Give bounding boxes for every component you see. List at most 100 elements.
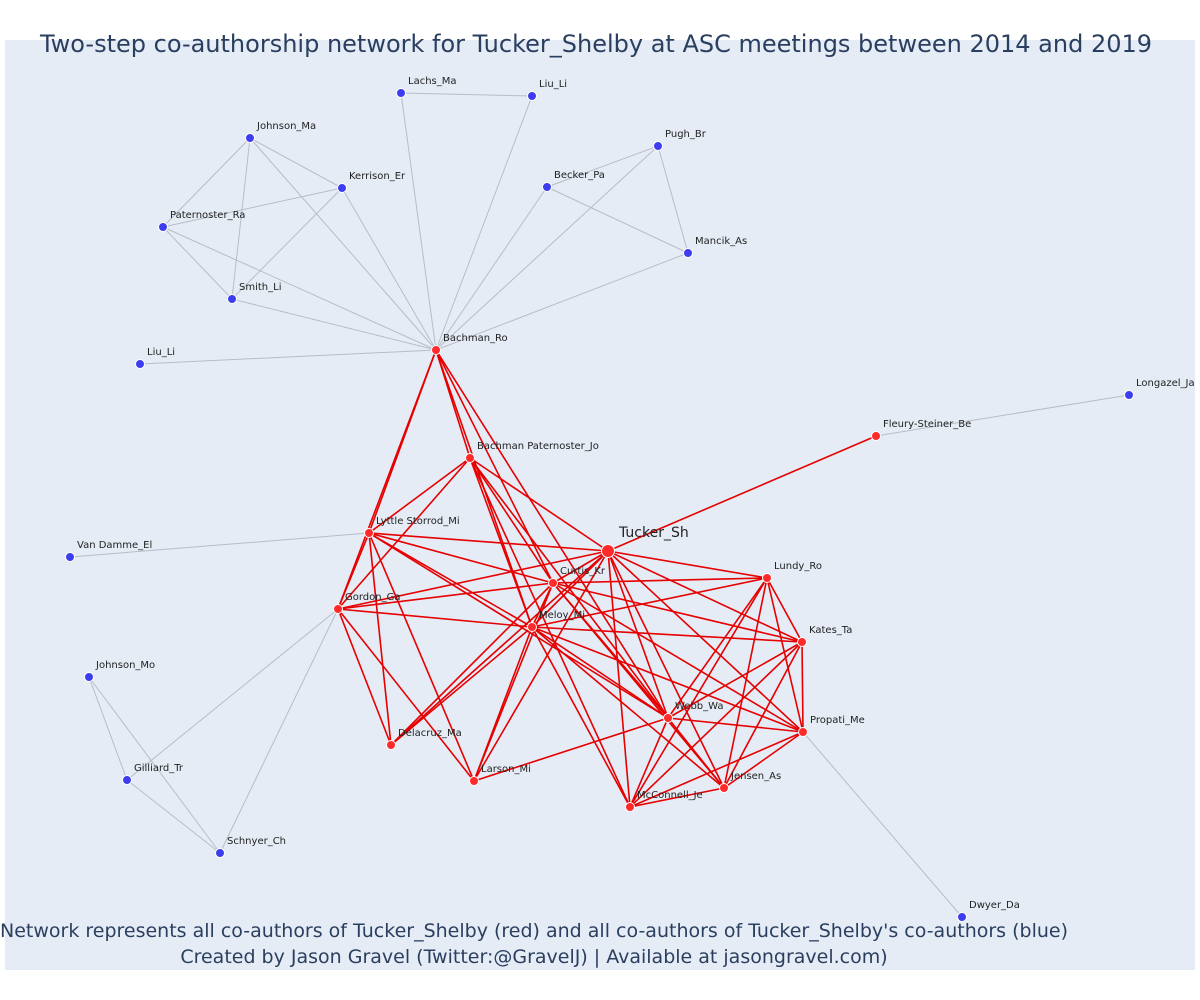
edge-lyttle-curtis bbox=[368, 532, 554, 584]
edge-meloy-kates bbox=[531, 626, 803, 643]
edge-bachman-becker bbox=[435, 186, 548, 351]
edge-gordon-curtis bbox=[337, 582, 554, 610]
node-label-vandamme: Van Damme_El bbox=[77, 540, 152, 551]
node-delacruz[interactable] bbox=[386, 740, 396, 750]
node-fleury[interactable] bbox=[871, 431, 881, 441]
node-kerrison[interactable] bbox=[337, 183, 347, 193]
node-label-smith: Smith_Li bbox=[239, 282, 281, 293]
edge-bachman-liu2 bbox=[139, 349, 437, 365]
node-paternoster[interactable] bbox=[158, 222, 168, 232]
node-label-delacruz: Delacruz_Ma bbox=[398, 728, 462, 739]
node-label-webb: Webb_Wa bbox=[675, 701, 724, 712]
edge-lyttle-larson bbox=[368, 532, 475, 782]
node-label-becker: Becker_Pa bbox=[554, 170, 605, 181]
edge-tucker-lyttle bbox=[368, 532, 609, 552]
edge-gordon-gilliard bbox=[126, 608, 339, 781]
edge-pugh-becker bbox=[546, 145, 659, 188]
node-liu2[interactable] bbox=[135, 359, 145, 369]
node-vandamme[interactable] bbox=[65, 552, 75, 562]
node-pugh[interactable] bbox=[653, 141, 663, 151]
plot-area bbox=[5, 40, 1195, 970]
edge-kates-webb bbox=[667, 641, 803, 719]
node-propati[interactable] bbox=[798, 727, 808, 737]
edge-bachman-johnson_ma bbox=[249, 137, 437, 351]
edge-bachman-webb bbox=[435, 349, 669, 719]
node-dwyer[interactable] bbox=[957, 912, 967, 922]
edge-tucker-jensen bbox=[607, 550, 725, 789]
edges-layer bbox=[69, 92, 1130, 918]
edge-curtis-propati bbox=[552, 582, 804, 733]
node-label-liu1: Liu_Li bbox=[539, 79, 567, 90]
edge-curtis-kates bbox=[552, 582, 803, 643]
edge-propati-mcconnell bbox=[629, 731, 804, 808]
node-mancik[interactable] bbox=[683, 248, 693, 258]
edge-bachman-gordon bbox=[337, 349, 437, 610]
node-longazel[interactable] bbox=[1124, 390, 1134, 400]
node-label-paternoster: Paternoster_Ra bbox=[170, 210, 245, 221]
node-gordon[interactable] bbox=[333, 604, 343, 614]
edge-gordon-meloy bbox=[337, 608, 533, 628]
node-label-mancik: Mancik_As bbox=[695, 236, 747, 247]
node-smith[interactable] bbox=[227, 294, 237, 304]
edge-tucker-fleury bbox=[607, 435, 877, 552]
node-label-dwyer: Dwyer_Da bbox=[969, 900, 1020, 911]
node-becker[interactable] bbox=[542, 182, 552, 192]
node-label-fleury: Fleury-Steiner_Be bbox=[883, 419, 971, 430]
edge-tucker-mcconnell bbox=[607, 550, 631, 808]
edge-paternoster-smith bbox=[162, 226, 233, 300]
node-lachs[interactable] bbox=[396, 88, 406, 98]
edge-gordon-schnyer bbox=[219, 608, 339, 854]
edge-propati-dwyer bbox=[802, 731, 963, 918]
edge-bachman-pugh bbox=[435, 145, 659, 351]
edge-curtis-lundy bbox=[552, 577, 768, 584]
edge-bachman-paternoster bbox=[162, 226, 437, 351]
node-gilliard[interactable] bbox=[122, 775, 132, 785]
node-johnson_ma[interactable] bbox=[245, 133, 255, 143]
node-johnson_mo[interactable] bbox=[84, 672, 94, 682]
node-bachman[interactable] bbox=[431, 345, 441, 355]
edge-meloy-mcconnell bbox=[531, 626, 631, 808]
node-tucker[interactable] bbox=[601, 544, 615, 558]
node-label-jensen: Jensen_As bbox=[730, 771, 781, 782]
node-lundy[interactable] bbox=[762, 573, 772, 583]
edge-webb-mcconnell bbox=[629, 717, 669, 808]
node-larson[interactable] bbox=[469, 776, 479, 786]
edge-kates-propati bbox=[801, 641, 804, 733]
edge-tucker-bachman_pat bbox=[469, 457, 609, 552]
edge-bachman_pat-curtis bbox=[469, 457, 554, 584]
node-label-lachs: Lachs_Ma bbox=[408, 76, 457, 87]
node-bachman_pat[interactable] bbox=[465, 453, 475, 463]
node-label-pugh: Pugh_Br bbox=[665, 129, 707, 140]
edge-pugh-mancik bbox=[657, 145, 689, 254]
node-schnyer[interactable] bbox=[215, 848, 225, 858]
edge-meloy-webb bbox=[531, 626, 669, 719]
edge-gordon-delacruz bbox=[337, 608, 392, 746]
edge-bachman-mancik bbox=[435, 252, 689, 351]
node-lyttle[interactable] bbox=[364, 528, 374, 538]
edge-tucker-lundy bbox=[607, 550, 768, 579]
node-liu1[interactable] bbox=[527, 91, 537, 101]
node-jensen[interactable] bbox=[719, 783, 729, 793]
edge-kates-mcconnell bbox=[629, 641, 803, 808]
node-label-propati: Propati_Me bbox=[810, 715, 865, 726]
edge-lachs-liu1 bbox=[400, 92, 533, 97]
edge-lundy-kates bbox=[766, 577, 803, 643]
nodes-layer bbox=[65, 88, 1134, 922]
node-curtis[interactable] bbox=[548, 578, 558, 588]
node-meloy[interactable] bbox=[527, 622, 537, 632]
node-webb[interactable] bbox=[663, 713, 673, 723]
edge-bachman-lachs bbox=[400, 92, 437, 351]
node-mcconnell[interactable] bbox=[625, 802, 635, 812]
node-label-gilliard: Gilliard_Tr bbox=[134, 763, 184, 774]
node-label-johnson_mo: Johnson_Mo bbox=[95, 660, 155, 671]
caption-line-2: Created by Jason Gravel (Twitter:@Gravel… bbox=[180, 946, 888, 968]
node-label-bachman: Bachman_Ro bbox=[443, 333, 508, 344]
edge-kerrison-paternoster bbox=[162, 187, 343, 228]
node-label-mcconnell: McConnell_Je bbox=[637, 790, 703, 801]
edge-tucker-curtis bbox=[552, 550, 609, 584]
edge-meloy-larson bbox=[473, 626, 533, 782]
edge-johnson_mo-gilliard bbox=[88, 676, 128, 781]
edge-tucker-larson bbox=[473, 550, 609, 782]
node-kates[interactable] bbox=[797, 637, 807, 647]
